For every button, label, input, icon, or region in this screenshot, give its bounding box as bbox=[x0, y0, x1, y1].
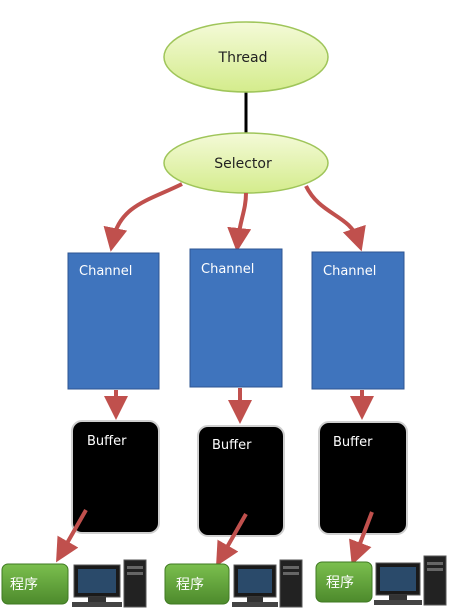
program-3: 程序 bbox=[315, 555, 447, 606]
buffer-2-label: Buffer bbox=[212, 438, 252, 453]
arrow-selector-channel-3 bbox=[304, 185, 366, 252]
buffer-2: Buffer bbox=[197, 425, 285, 537]
channel-2: Channel bbox=[189, 248, 283, 388]
program-1-label: 程序 bbox=[10, 577, 38, 593]
program-2: 程序 bbox=[164, 559, 303, 608]
program-3-label: 程序 bbox=[326, 575, 354, 591]
channel-1: Channel bbox=[67, 252, 160, 390]
arrow-buffer-program-3 bbox=[349, 511, 374, 566]
program-1: 程序 bbox=[1, 559, 147, 608]
computer-icon bbox=[374, 555, 447, 606]
thread-node: Thread bbox=[163, 21, 329, 93]
channel-3: Channel bbox=[311, 251, 405, 390]
buffer-3-label: Buffer bbox=[333, 435, 373, 450]
channel-1-label: Channel bbox=[79, 264, 132, 279]
channel-3-label: Channel bbox=[323, 264, 376, 279]
selector-node: Selector bbox=[163, 132, 329, 194]
arrow-buffer-program-2 bbox=[216, 513, 248, 567]
program-2-label: 程序 bbox=[176, 577, 204, 593]
selector-label: Selector bbox=[214, 156, 272, 172]
thread-label: Thread bbox=[218, 50, 268, 66]
buffer-3: Buffer bbox=[318, 421, 408, 535]
buffer-1: Buffer bbox=[71, 420, 160, 534]
computer-icon bbox=[72, 559, 147, 608]
buffer-1-label: Buffer bbox=[87, 434, 127, 449]
arrow-selector-channel-1 bbox=[103, 182, 183, 252]
arrow-buffer-program-1 bbox=[56, 509, 88, 563]
computer-icon bbox=[232, 559, 303, 608]
arrow-selector-channel-2 bbox=[227, 192, 252, 252]
channel-2-label: Channel bbox=[201, 262, 254, 277]
